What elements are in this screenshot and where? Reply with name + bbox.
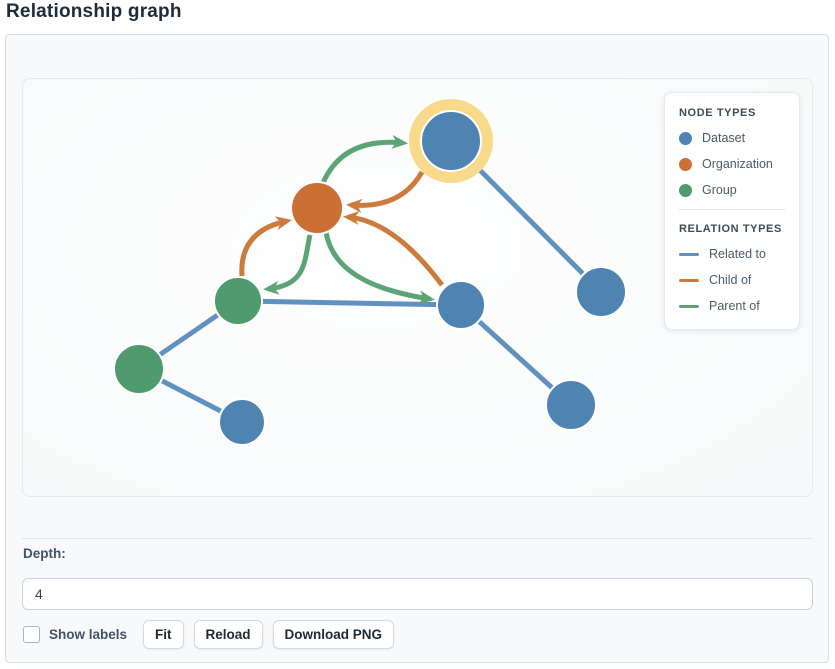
legend-divider: [679, 209, 785, 210]
legend-relation-types-list: Related to Child of Parent of: [679, 247, 785, 313]
controls-separator: [22, 538, 813, 539]
depth-label: Depth:: [23, 546, 66, 561]
graph-node-dataset[interactable]: [436, 280, 486, 330]
depth-input[interactable]: [22, 578, 813, 610]
graph-node-dataset[interactable]: [218, 398, 266, 446]
graph-edge-child: [343, 210, 444, 287]
controls-row: Show labels Fit Reload Download PNG: [23, 620, 395, 649]
show-labels-checkbox[interactable]: [23, 626, 40, 643]
legend-node-swatch: [679, 183, 692, 197]
legend-item: Group: [679, 183, 785, 197]
download-png-button[interactable]: Download PNG: [272, 620, 395, 649]
legend-relation-swatch: [679, 304, 699, 308]
relationship-graph-svg[interactable]: [23, 79, 812, 496]
graph-node-dataset[interactable]: [420, 110, 482, 172]
graph-node-group[interactable]: [213, 276, 263, 326]
graph-nodes-layer: [113, 99, 627, 446]
legend-item-label: Group: [702, 183, 737, 197]
legend-node-swatch: [679, 131, 692, 145]
legend-item-label: Child of: [709, 273, 752, 287]
graph-node-dataset[interactable]: [575, 266, 627, 318]
legend-item: Dataset: [679, 131, 785, 145]
legend-relation-swatch: [679, 278, 699, 282]
graph-edge-child: [239, 216, 292, 277]
graph-node-dataset[interactable]: [545, 379, 597, 431]
legend-item: Parent of: [679, 299, 785, 313]
legend-item: Related to: [679, 247, 785, 261]
legend-item: Child of: [679, 273, 785, 287]
legend-relation-swatch: [679, 252, 699, 256]
graph-edge-child: [346, 170, 425, 213]
legend-item-label: Related to: [709, 247, 766, 261]
legend-item-label: Dataset: [702, 131, 746, 145]
graph-edge-parent: [320, 134, 408, 185]
graph-edges-layer: [136, 134, 604, 425]
page-title: Relationship graph: [6, 1, 182, 22]
legend-item-label: Organization: [702, 157, 773, 171]
graph-edge-related: [235, 298, 464, 308]
legend-item-label: Parent of: [709, 299, 760, 313]
graph-node-organization[interactable]: [290, 181, 344, 235]
legend-relation-types-title: RELATION TYPES: [679, 223, 782, 235]
graph-edge-parent: [323, 231, 435, 305]
legend-item: Organization: [679, 157, 785, 171]
legend-node-types-title: NODE TYPES: [679, 107, 756, 119]
fit-button[interactable]: Fit: [143, 620, 184, 649]
show-labels-label: Show labels: [49, 627, 128, 642]
legend-node-swatch: [679, 157, 692, 171]
graph-edge-parent: [263, 234, 313, 295]
graph-node-group[interactable]: [113, 343, 165, 395]
reload-button[interactable]: Reload: [193, 620, 263, 649]
